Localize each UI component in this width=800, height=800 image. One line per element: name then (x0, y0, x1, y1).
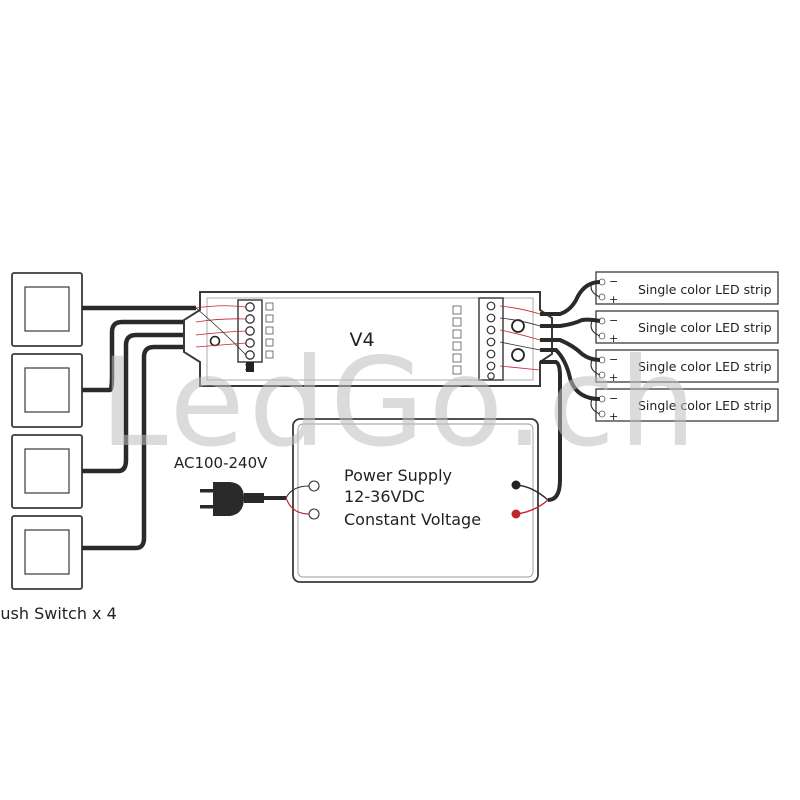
switch-cables (82, 305, 196, 551)
input-screw-icon (511, 348, 525, 362)
push-switch-group (11, 272, 83, 590)
strip-minus-sign: − (609, 275, 618, 288)
mains-label: AC100-240V (174, 454, 268, 472)
dc-negative-wire (515, 484, 549, 501)
strip-minus-sign: − (609, 353, 618, 366)
strip-plus-sign: + (609, 371, 618, 384)
strip-plus-sign: + (609, 332, 618, 345)
led-strip-1: Single color LED strip − + (595, 271, 779, 306)
ac-terminal-icon (308, 480, 320, 492)
output-pin-labels (452, 305, 462, 375)
power-supply-type: Constant Voltage (344, 510, 481, 529)
output-terminal-block (478, 297, 504, 381)
push-switch-3 (11, 434, 83, 509)
power-supply-voltage: 12-36VDC (344, 487, 425, 506)
mains-plug-icon (200, 482, 264, 516)
output-screw-icon (511, 319, 525, 333)
led-positive-wires (590, 281, 601, 415)
led-strip-label: Single color LED strip (638, 398, 772, 413)
ac-terminal-icon (308, 508, 320, 520)
led-strip-3: Single color LED strip − + (595, 349, 779, 384)
mains-wire-n (285, 497, 310, 515)
push-switch-4 (11, 515, 83, 590)
x-mark-icon: ✖ (244, 361, 255, 376)
led-strip-label: Single color LED strip (638, 320, 772, 335)
input-pin-labels (265, 302, 274, 359)
dc-supply-cable (540, 360, 562, 502)
v4-controller: V4 ✖ (183, 291, 553, 387)
strip-minus-sign: − (609, 314, 618, 327)
controller-label: V4 (349, 329, 374, 351)
power-supply: Power Supply 12-36VDC Constant Voltage (292, 418, 539, 583)
power-supply-title: Power Supply (344, 466, 452, 485)
push-switch-label: Push Switch x 4 (0, 604, 117, 623)
strip-plus-sign: + (609, 410, 618, 423)
led-strip-4: Single color LED strip − + (595, 388, 779, 423)
led-strip-label: Single color LED strip (638, 359, 772, 374)
push-switch-1 (11, 272, 83, 347)
strip-plus-sign: + (609, 293, 618, 306)
strip-minus-sign: − (609, 392, 618, 405)
dc-positive-wire (515, 499, 549, 515)
push-switch-2 (11, 353, 83, 428)
led-strip-label: Single color LED strip (638, 282, 772, 297)
led-strip-2: Single color LED strip − + (595, 310, 779, 345)
mains-wire-l (285, 485, 310, 499)
controller-internal-wires (195, 305, 541, 371)
watermark: LedGo.ch (100, 332, 701, 474)
